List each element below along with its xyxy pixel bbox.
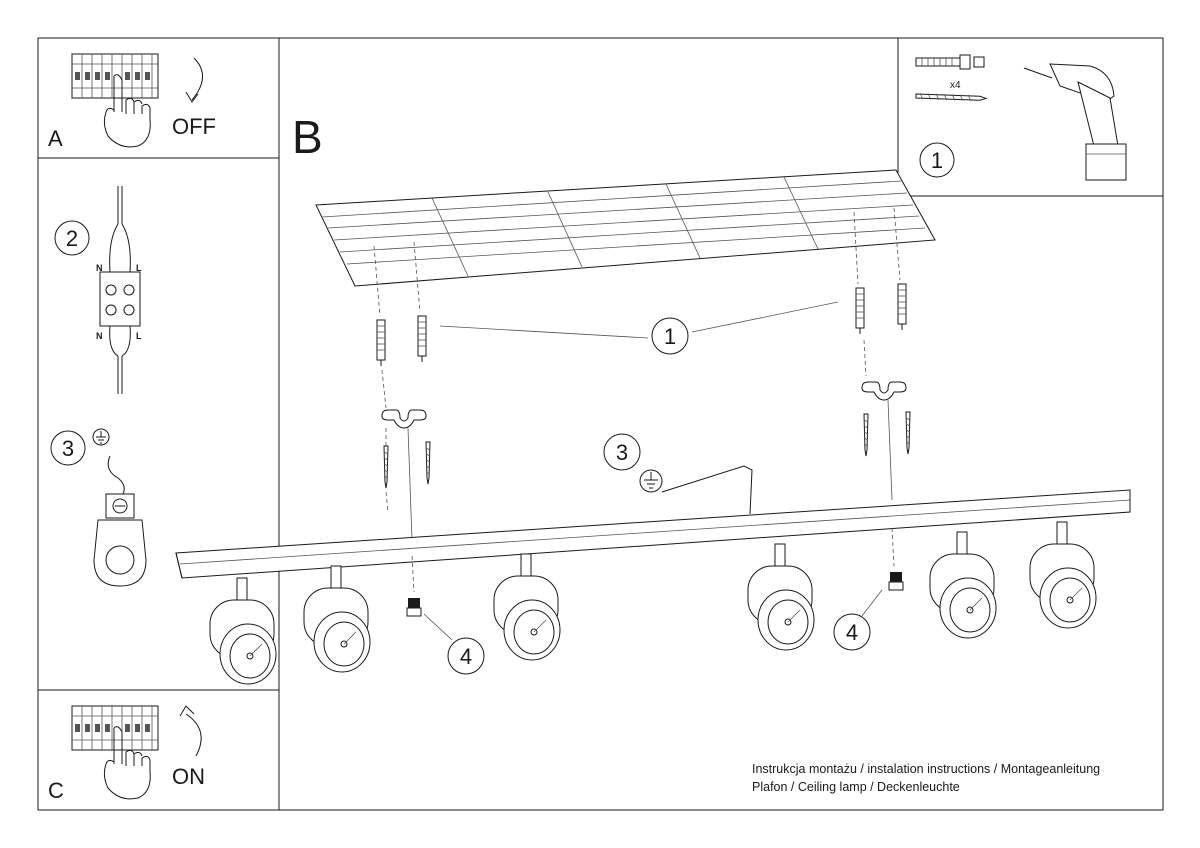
sheet-border	[37, 37, 1164, 811]
plug-quantity: x4	[950, 80, 961, 91]
ground-lug	[93, 519, 147, 587]
callout-4-right-number: 4	[846, 620, 858, 645]
tools-wall-plugs-and-drill: x4 1	[915, 54, 1127, 181]
rotate-arrow-icon	[191, 57, 203, 101]
spotlight	[493, 553, 561, 661]
callout-4-left-number: 4	[460, 644, 472, 669]
spotlight	[209, 577, 277, 685]
drill-icon	[1023, 63, 1127, 181]
step-3-grounding: 3	[50, 428, 147, 587]
panel-c-on-label: ON	[172, 764, 205, 789]
spotlight	[1029, 521, 1097, 629]
step-2-number: 2	[66, 226, 78, 251]
tools-step-number: 1	[931, 148, 943, 173]
spotlight	[747, 543, 815, 651]
mounting-right	[853, 207, 911, 501]
tools-panel	[897, 37, 1164, 197]
step-2-wiring: 2 N L N L	[54, 186, 142, 394]
rotate-arrow-icon	[185, 713, 202, 757]
panel-c-power-on: C ON	[48, 705, 205, 803]
ground-wire	[661, 465, 753, 515]
wire-l-bottom: L	[136, 331, 142, 341]
callout-1	[651, 317, 689, 355]
panel-a-off-label: OFF	[172, 114, 216, 139]
spotlight	[303, 565, 371, 673]
fixing-bolt	[888, 571, 904, 591]
ground-icon	[92, 428, 110, 446]
panel-b-letter: B	[292, 111, 323, 163]
callout-3-number: 3	[616, 440, 628, 465]
wire-n-top: N	[96, 263, 103, 273]
step-3-number: 3	[62, 436, 74, 461]
spotlight	[929, 531, 997, 639]
terminal-block	[99, 271, 141, 327]
panel-a-letter: A	[48, 126, 63, 151]
callout-4-right	[833, 613, 871, 651]
caption: Instrukcja montażu / instalation instruc…	[752, 760, 1100, 796]
caption-line-2: Plafon / Ceiling lamp / Deckenleuchte	[752, 780, 960, 794]
ground-icon	[639, 469, 663, 493]
callout-3	[603, 433, 641, 471]
wire-n-bottom: N	[96, 331, 103, 341]
panel-a-power-off: A OFF	[48, 53, 216, 151]
callout-1-number: 1	[664, 324, 676, 349]
mounting-left	[373, 241, 431, 541]
wire-l-top: L	[136, 263, 142, 273]
caption-line-1: Instrukcja montażu / instalation instruc…	[752, 762, 1101, 776]
ceiling	[315, 169, 936, 287]
callout-4-left	[447, 637, 485, 675]
panel-c-letter: C	[48, 778, 64, 803]
fixing-bolt	[406, 597, 422, 617]
lamp-rail	[175, 489, 1131, 579]
